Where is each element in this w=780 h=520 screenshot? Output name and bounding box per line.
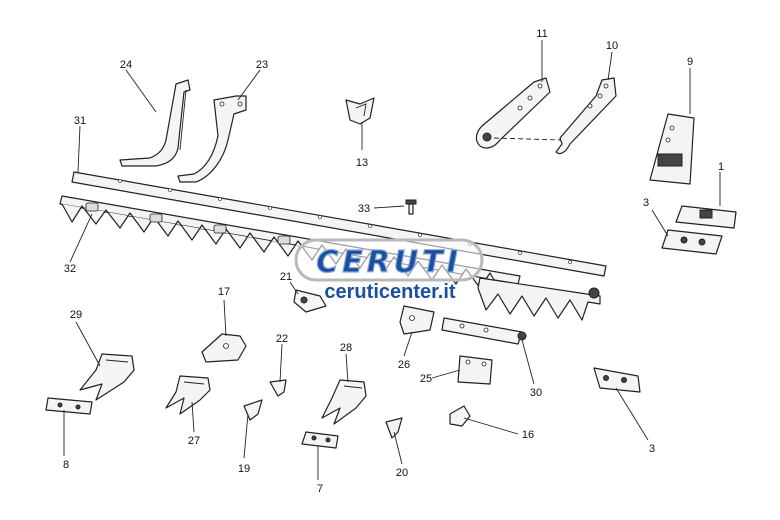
callout-20: 20 <box>396 467 408 479</box>
callout-32: 32 <box>64 263 76 275</box>
part-30-strip <box>441 317 527 345</box>
callout-7: 7 <box>317 483 323 495</box>
callout-31: 31 <box>74 115 86 127</box>
part-3-wear-plate <box>661 229 723 255</box>
callout-25: 25 <box>420 373 432 385</box>
part-10-hook-arm <box>555 77 617 155</box>
callout-26: 26 <box>398 359 410 371</box>
ceruti-watermark: CERUTI ceruticenter.it <box>294 238 484 303</box>
part-29-double-guard <box>79 353 135 401</box>
part-23-curved-blade <box>177 95 247 183</box>
part-27-double-guard <box>165 375 211 415</box>
part-16-cap <box>449 405 471 427</box>
watermark-badge <box>294 238 484 282</box>
part-26-bracket <box>399 305 435 335</box>
callout-30: 30 <box>530 387 542 399</box>
part-25-plate <box>457 355 493 385</box>
part-9-plate <box>649 113 695 185</box>
watermark-url: ceruticenter.it <box>324 281 456 303</box>
callout-13: 13 <box>356 157 368 169</box>
callout-1: 1 <box>718 161 724 173</box>
part-17-guard-plate <box>201 333 247 363</box>
callout-23: 23 <box>256 59 268 71</box>
callout-19: 19 <box>238 463 250 475</box>
part-8-plate <box>45 397 93 415</box>
callout-5: 3 <box>649 443 655 455</box>
part-11-link-arm <box>475 77 551 149</box>
part-33-bolt <box>405 199 417 215</box>
callout-17: 17 <box>218 286 230 298</box>
part-7-plate <box>301 431 339 449</box>
callout-8: 8 <box>63 459 69 471</box>
leader-lines <box>63 40 721 480</box>
part-28-double-guard <box>321 379 367 425</box>
callout-28: 28 <box>340 342 352 354</box>
callout-10: 10 <box>606 40 618 52</box>
callout-27: 27 <box>188 435 200 447</box>
part-1-wear-plate <box>675 205 737 229</box>
part-19-small-finger <box>243 399 263 421</box>
knife-sections-right <box>477 277 601 321</box>
callout-21: 21 <box>280 271 292 283</box>
callout-24: 24 <box>120 59 132 71</box>
callout-9: 9 <box>687 56 693 68</box>
part-13-clip <box>345 97 375 125</box>
callout-labels: 11 10 9 1 3 24 23 31 13 33 32 21 17 29 8… <box>63 28 724 495</box>
part-21-bracket <box>293 289 327 313</box>
callout-22: 22 <box>276 333 288 345</box>
callout-11: 11 <box>536 28 547 40</box>
assembly-dash-11-10 <box>493 137 561 141</box>
callout-29: 29 <box>70 309 82 321</box>
callout-16: 16 <box>522 429 534 441</box>
part-5-plate <box>593 367 641 393</box>
part-22-small-finger <box>269 379 287 397</box>
part-20-small-finger <box>385 417 403 439</box>
callout-33: 33 <box>358 203 370 215</box>
callout-3: 3 <box>643 197 649 209</box>
part-24-deflector <box>119 79 191 167</box>
watermark-brand: CERUTI <box>316 245 462 280</box>
